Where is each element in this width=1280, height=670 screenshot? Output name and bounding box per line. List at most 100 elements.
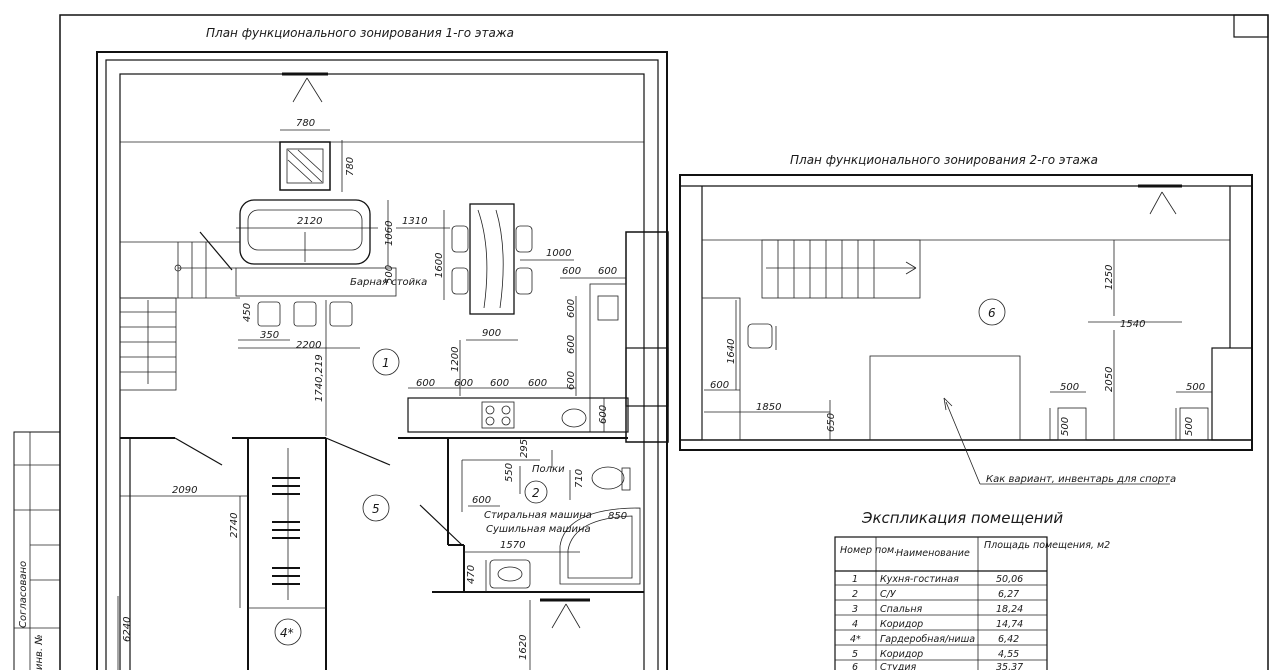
dim2-600: 600 [710, 380, 729, 391]
dim-500: 500 [384, 265, 395, 284]
bar-counter [235, 267, 397, 327]
row6-num: 5 [852, 649, 858, 660]
dim-6240: 6240 [122, 617, 133, 642]
agreed-label: Согласовано [18, 561, 29, 628]
side-stamp: Согласовано инв. № [13, 431, 61, 670]
dim-1060: 1060 [384, 221, 395, 246]
dim-2090: 2090 [172, 485, 197, 496]
dim-2200: 2200 [296, 340, 321, 351]
inv-label: инв. № [34, 634, 45, 670]
dim2-500-a: 500 [1060, 382, 1079, 393]
plan2-note-leader [943, 397, 1170, 485]
dim-600-a: 600 [562, 266, 581, 277]
dim-600-e: 600 [416, 378, 435, 389]
room-4star: 4* [280, 626, 294, 640]
kitchen-block [407, 283, 629, 433]
row3-name: Спальня [880, 604, 923, 615]
dim-850: 850 [608, 511, 627, 522]
hdr-num: Номер пом. [840, 545, 897, 556]
dim-1310: 1310 [402, 216, 427, 227]
dim-600-i: 600 [566, 371, 577, 390]
dim-710: 710 [574, 469, 585, 488]
dim-1600: 1600 [434, 253, 445, 278]
bathroom [489, 466, 641, 589]
stairs-plan2 [761, 239, 921, 299]
dim-600-h: 600 [528, 378, 547, 389]
row2-num: 2 [852, 589, 858, 600]
sheet-corner-stamp [1233, 14, 1269, 38]
dim-2740: 2740 [229, 513, 240, 538]
row1-num: 1 [852, 574, 858, 585]
plan2-note: Как вариант, инвентарь для спорта [986, 474, 1176, 485]
row1-name: Кухня-гостиная [880, 574, 959, 585]
tv-unit [279, 141, 331, 191]
dim-1200: 1200 [450, 347, 461, 372]
window-markers [282, 72, 590, 629]
shelves-label: Полки [532, 464, 565, 475]
plan1-dimension-lines [117, 129, 626, 670]
room-6-circle [978, 298, 1006, 326]
dining-table [451, 203, 533, 315]
row7-num: 6 [852, 662, 858, 670]
plan2-title: План функционального зонирования 2-го эт… [790, 153, 1098, 167]
sheet-border [59, 14, 1269, 670]
dim-295: 295 [519, 439, 530, 458]
explication-title: Экспликация помещений [861, 509, 1063, 527]
row5-name: Гардеробная/ниша [880, 634, 975, 645]
dim-1000: 1000 [546, 248, 571, 259]
dim-600-b: 600 [598, 266, 617, 277]
row2-area: 6,27 [998, 589, 1019, 600]
row4-name: Коридор [880, 619, 923, 630]
dryer-label: Сушильная машина [486, 524, 591, 535]
dim2-2050: 2050 [1104, 367, 1115, 392]
wardrobe [272, 448, 300, 600]
dim2-1640: 1640 [726, 339, 737, 364]
row1-area: 50,06 [996, 574, 1023, 585]
plan2-dimension-labels: 1250 1540 1640 600 1850 650 500 2050 500… [710, 265, 1205, 436]
door-swings [174, 231, 463, 546]
dim-780-h: 780 [296, 118, 315, 129]
stairs-plan1 [119, 241, 240, 391]
dim-1620: 1620 [518, 635, 529, 660]
dim-450: 450 [242, 303, 253, 322]
dim-550: 550 [504, 463, 515, 482]
dim-2120: 2120 [297, 216, 322, 227]
row7-area: 35,37 [996, 662, 1023, 670]
plan2-chair [747, 323, 777, 350]
plan2-dimension-lines [704, 240, 1212, 440]
row6-name: Коридор [880, 649, 923, 660]
dim-600-k: 600 [472, 495, 491, 506]
dim-600-f: 600 [454, 378, 473, 389]
plan1-room-markers: 1 2 4* 5 [274, 348, 548, 646]
row4-num: 4 [852, 619, 858, 630]
dim-900: 900 [482, 328, 501, 339]
row7-name: Студия [880, 662, 917, 670]
row6-area: 4,55 [998, 649, 1019, 660]
row2-name: С/У [880, 589, 897, 600]
row4-area: 14,74 [996, 619, 1023, 630]
room-6: 6 [988, 306, 996, 320]
sofa [239, 199, 371, 265]
hdr-area: Площадь помещения, м2 [984, 540, 1110, 551]
dim2-650: 650 [826, 413, 837, 432]
dim-470: 470 [466, 565, 477, 584]
dim-1740: 1740,219 [314, 354, 325, 402]
dim-600-c: 600 [566, 299, 577, 318]
room-1: 1 [382, 356, 390, 370]
explication-table: Номер пом. Наименование Площадь помещени… [834, 536, 1110, 670]
row3-num: 3 [852, 604, 858, 615]
dim-600-d: 600 [566, 335, 577, 354]
row3-area: 18,24 [996, 604, 1023, 615]
dim2-1850: 1850 [756, 402, 781, 413]
bar-label: Барная стойка [350, 277, 427, 288]
row5-area: 6,42 [998, 634, 1019, 645]
dim2-500-c: 500 [1060, 417, 1071, 436]
row5-num: 4* [850, 634, 861, 645]
plan1-title: План функционального зонирования 1-го эт… [206, 26, 514, 40]
dim2-500-b: 500 [1186, 382, 1205, 393]
dim2-1540: 1540 [1120, 319, 1145, 330]
dim2-500-d: 500 [1184, 417, 1195, 436]
dim-350: 350 [260, 330, 279, 341]
plan1-dimension-labels: 780 780 2120 1310 1060 1600 500 450 350 … [122, 118, 627, 660]
